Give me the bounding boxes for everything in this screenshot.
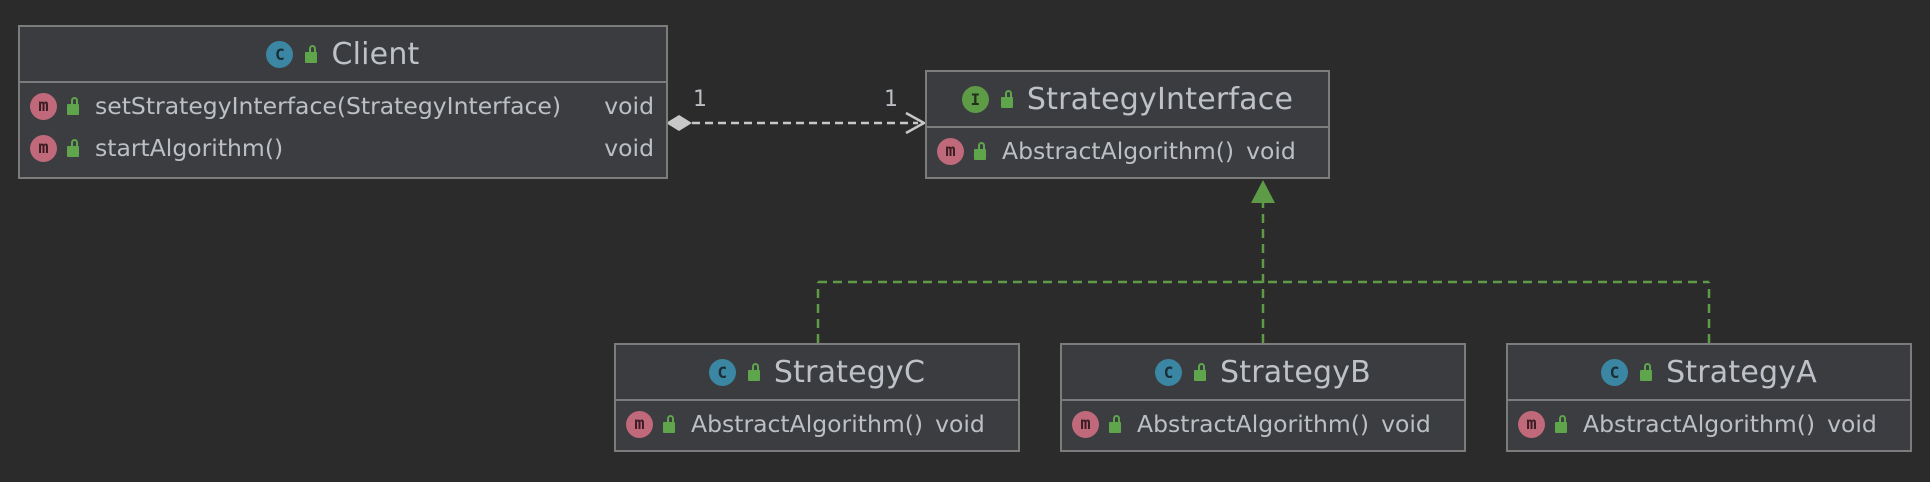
public-visibility-icon xyxy=(1109,415,1123,433)
class-header: C StrategyC xyxy=(616,345,1018,401)
class-icon: C xyxy=(266,40,294,68)
method-signature: setStrategyInterface(StrategyInterface) xyxy=(95,92,562,120)
class-strategy-a[interactable]: C StrategyA m AbstractAlgorithm() void xyxy=(1506,343,1912,452)
method-icon: m xyxy=(30,92,57,120)
abstract-method-icon: m xyxy=(937,137,964,165)
public-visibility-icon xyxy=(747,363,762,381)
method-row[interactable]: m AbstractAlgorithm() void xyxy=(1062,403,1464,445)
method-return-type: void xyxy=(1381,410,1431,438)
interface-header: I StrategyInterface xyxy=(927,72,1328,128)
method-row[interactable]: m startAlgorithm() void xyxy=(20,127,666,169)
realization-lines xyxy=(816,180,1711,343)
method-list: m AbstractAlgorithm() void xyxy=(927,128,1328,172)
public-visibility-icon xyxy=(305,45,319,63)
method-return-type: void xyxy=(1246,137,1296,165)
public-visibility-icon xyxy=(1000,90,1015,108)
public-visibility-icon xyxy=(1194,363,1208,381)
method-signature: AbstractAlgorithm() xyxy=(1137,410,1370,438)
target-multiplicity: 1 xyxy=(884,87,898,112)
method-icon: m xyxy=(30,134,57,162)
class-icon: C xyxy=(1601,358,1629,386)
class-strategy-c[interactable]: C StrategyC m AbstractAlgorithm() void xyxy=(614,343,1020,452)
public-visibility-icon xyxy=(974,142,988,160)
class-name: StrategyB xyxy=(1220,354,1371,390)
method-return-type: void xyxy=(604,134,654,162)
source-multiplicity: 1 xyxy=(693,87,707,112)
method-signature: AbstractAlgorithm() xyxy=(1002,137,1235,165)
method-signature: startAlgorithm() xyxy=(95,134,284,162)
public-visibility-icon xyxy=(1555,415,1569,433)
class-header: C StrategyB xyxy=(1062,345,1464,401)
method-return-type: void xyxy=(1827,410,1877,438)
method-icon: m xyxy=(1072,410,1099,438)
class-icon: C xyxy=(708,358,736,386)
method-row[interactable]: m setStrategyInterface(StrategyInterface… xyxy=(20,85,666,127)
method-signature: AbstractAlgorithm() xyxy=(1583,410,1816,438)
class-name: StrategyA xyxy=(1666,354,1817,390)
interface-icon: I xyxy=(961,85,989,113)
realization-arrow-head xyxy=(1251,180,1275,203)
class-name: StrategyC xyxy=(773,354,926,390)
method-list: m setStrategyInterface(StrategyInterface… xyxy=(20,83,666,169)
method-return-type: void xyxy=(935,410,985,438)
method-list: m AbstractAlgorithm() void xyxy=(1062,401,1464,445)
class-strategy-b[interactable]: C StrategyB m AbstractAlgorithm() void xyxy=(1060,343,1466,452)
public-visibility-icon xyxy=(67,97,81,115)
method-signature: AbstractAlgorithm() xyxy=(691,410,924,438)
public-visibility-icon xyxy=(1640,363,1654,381)
class-icon: C xyxy=(1155,358,1183,386)
method-icon: m xyxy=(626,410,653,438)
method-return-type: void xyxy=(604,92,654,120)
class-header: C StrategyA xyxy=(1508,345,1910,401)
class-client-header: C Client xyxy=(20,27,666,83)
composition-diamond xyxy=(666,115,692,131)
method-row[interactable]: m AbstractAlgorithm() void xyxy=(927,130,1328,172)
class-name: Client xyxy=(331,36,420,72)
public-visibility-icon xyxy=(663,415,677,433)
method-row[interactable]: m AbstractAlgorithm() void xyxy=(1508,403,1910,445)
method-list: m AbstractAlgorithm() void xyxy=(1508,401,1910,445)
method-list: m AbstractAlgorithm() void xyxy=(616,401,1018,445)
interface-strategy-interface[interactable]: I StrategyInterface m AbstractAlgorithm(… xyxy=(925,70,1330,179)
class-client[interactable]: C Client m setStrategyInterface(Strategy… xyxy=(18,25,668,179)
method-row[interactable]: m AbstractAlgorithm() void xyxy=(616,403,1018,445)
method-icon: m xyxy=(1518,410,1545,438)
interface-name: StrategyInterface xyxy=(1026,81,1294,117)
open-arrow-head xyxy=(905,111,927,135)
public-visibility-icon xyxy=(67,139,81,157)
